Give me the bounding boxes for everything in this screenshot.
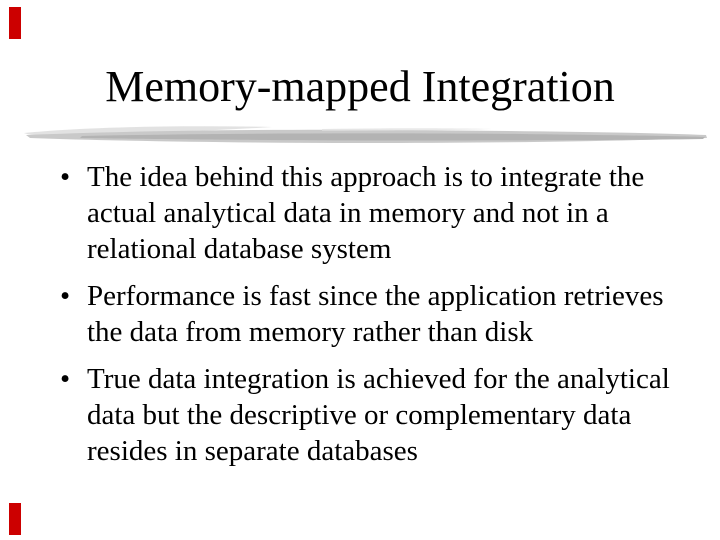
brush-stroke-underline [24,126,707,143]
bullet-marker-icon: • [60,161,71,193]
bullet-1-line-2: actual analytical data in memory and not… [87,197,609,229]
bullet-3-line-1: True data integration is achieved for th… [87,363,670,395]
bullet-text-1: The idea behind this approach is to inte… [87,159,710,267]
bullet-item-3: • True data integration is achieved for … [60,361,710,469]
bullet-1-line-3: relational database system [87,233,392,265]
bullet-2-line-2: the data from memory rather than disk [87,316,534,348]
slide-title: Memory-mapped Integration [105,62,615,111]
bullet-item-2: • Performance is fast since the applicat… [60,278,710,350]
bullet-3-line-2: data but the descriptive or complementar… [87,399,632,431]
bullet-marker-icon: • [60,280,71,312]
bullet-text-3: True data integration is achieved for th… [87,361,710,469]
bullet-list: • The idea behind this approach is to in… [60,159,710,480]
bullet-1-line-1: The idea behind this approach is to inte… [87,161,645,193]
bullet-text-2: Performance is fast since the applicatio… [87,278,710,350]
red-accent-mark-top [9,7,21,39]
bullet-3-line-3: resides in separate databases [87,435,418,467]
red-accent-mark-bottom [9,503,21,535]
bullet-item-1: • The idea behind this approach is to in… [60,159,710,267]
bullet-2-line-1: Performance is fast since the applicatio… [87,280,664,312]
bullet-marker-icon: • [60,363,71,395]
